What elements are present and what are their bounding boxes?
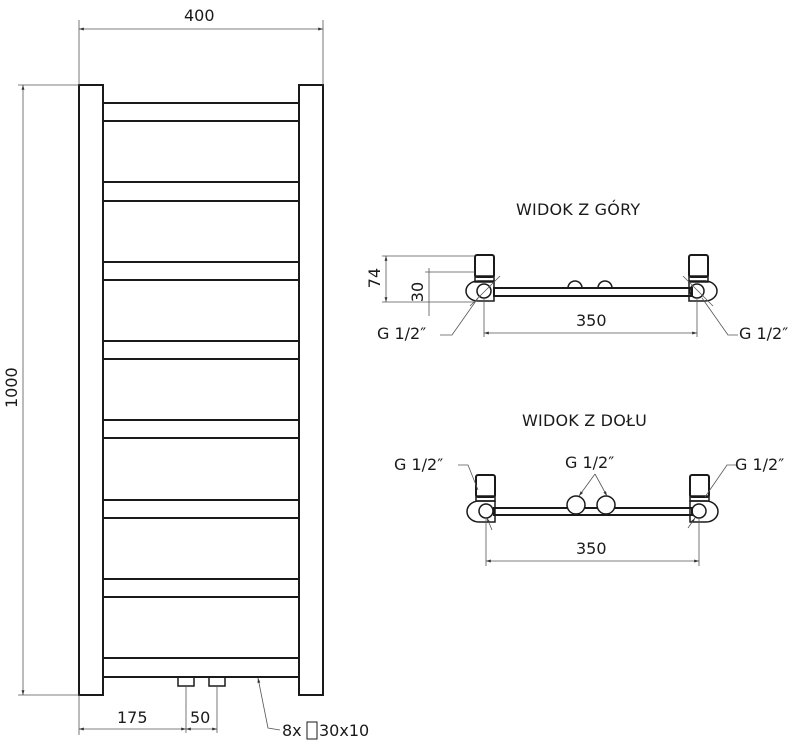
depth-dimension-label: 74 (365, 267, 384, 289)
right-column (298, 84, 324, 696)
height-dimension-label: 1000 (2, 367, 21, 408)
left-offset-dimension-label: 175 (117, 708, 148, 727)
left-column (78, 84, 104, 696)
axis-offset-dimension-label: 30 (408, 281, 427, 303)
connection-stub-right (208, 676, 226, 687)
top-view (465, 254, 718, 302)
bottom-right-thread-label: G 1/2″ (735, 455, 785, 474)
top-right-thread-label: G 1/2″ (739, 324, 789, 343)
top-left-thread-label: G 1/2″ (377, 324, 427, 343)
rails-count-label: 8x (282, 721, 302, 740)
top-view-dimensions (382, 255, 738, 337)
width-dimension-label: 400 (184, 6, 215, 25)
bottom-left-thread-label: G 1/2″ (394, 455, 444, 474)
rails (102, 102, 300, 678)
bottom-view-title: WIDOK Z DOŁU (522, 411, 648, 430)
front-view (78, 84, 324, 696)
connection-stub-left (177, 676, 195, 687)
bottom-view-dimensions (458, 464, 737, 566)
bottom-axis-distance-label: 350 (576, 539, 607, 558)
bottom-center-thread-label: G 1/2″ (565, 453, 615, 472)
bottom-view (466, 474, 719, 523)
top-view-title: WIDOK Z GÓRY (516, 200, 641, 219)
front-dimensions (18, 20, 324, 735)
rail-profile-symbol (306, 721, 318, 740)
top-axis-distance-label: 350 (576, 311, 607, 330)
rails-profile-label: 30x10 (319, 721, 370, 740)
connection-spacing-dimension-label: 50 (190, 708, 211, 727)
